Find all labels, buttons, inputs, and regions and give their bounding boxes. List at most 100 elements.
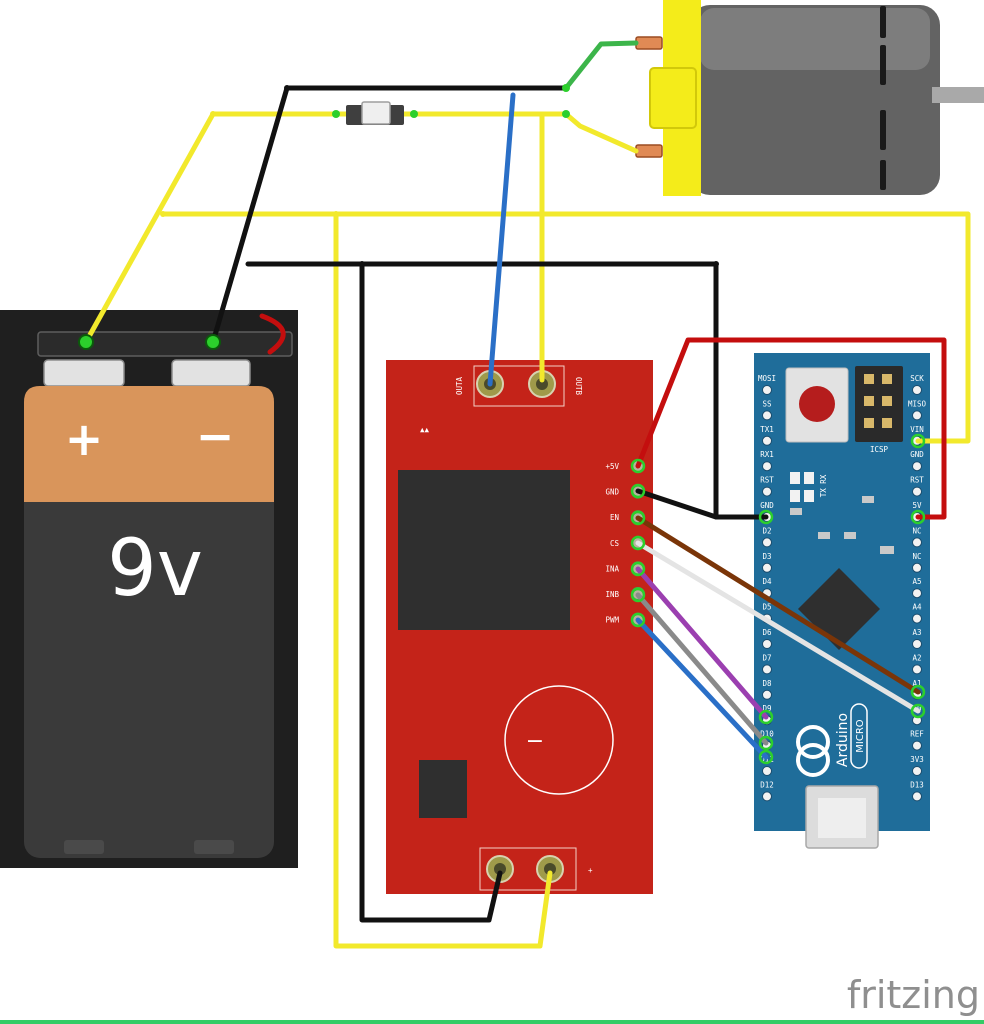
arduino-pin [762, 461, 772, 472]
wire-endpoint [910, 509, 926, 525]
toggle-switch [346, 101, 404, 125]
icsp-pin [864, 418, 874, 428]
arduino-pin [762, 562, 772, 573]
arduino-pin-label: RST [910, 476, 924, 485]
driver-pin-label: GND [605, 488, 619, 497]
wire-endpoint [910, 684, 926, 700]
arduino-pin [912, 664, 922, 675]
wires [83, 40, 971, 949]
arduino-pin [762, 639, 772, 649]
arduino-pin-label: VIN [910, 425, 924, 434]
wire-white-cs [635, 540, 921, 714]
driver-pin-label: INA [605, 564, 619, 573]
wire-blue-pwm [635, 617, 769, 760]
arduino-pin-label: D4 [762, 577, 772, 586]
arduino-pin-label: SS [762, 399, 772, 408]
arduino-pin [762, 385, 772, 395]
arduino-pin-label: SCK [910, 374, 924, 383]
wire-endpoint [630, 510, 646, 526]
arduino-pin-label: D13 [910, 780, 924, 789]
bottom-strip [0, 1020, 984, 1024]
driver-pin-label: EN [610, 513, 619, 522]
arduino-pin-label: A5 [912, 577, 921, 586]
wire-brown-en [635, 515, 921, 695]
arduino-pin-label: D10 [760, 730, 774, 739]
arduino-pin [912, 562, 922, 573]
wire-yellow-board-power [333, 211, 553, 949]
arduino-pin-label: D3 [762, 552, 771, 561]
arduino-variant: MICRO [855, 719, 866, 753]
arduino-pin-label: RX1 [760, 450, 774, 459]
capacitor-minus-mark: − [526, 729, 544, 754]
arduino-pin [912, 461, 922, 472]
arduino-pin-label: RST [760, 476, 774, 485]
connection-points [78, 84, 926, 765]
arduino-pin [762, 486, 772, 497]
arduino-pin-label: NC [912, 526, 921, 535]
arduino-pin [762, 791, 772, 802]
arduino-pin [762, 410, 772, 421]
wire-purple-ina [635, 566, 769, 720]
icsp-pin [882, 418, 892, 428]
arduino-pin [912, 613, 922, 624]
driver-pin-label: +5V [605, 462, 619, 471]
wire-endpoint [630, 612, 646, 628]
arduino-pin-label: 5V [912, 501, 922, 510]
icsp-pin [882, 374, 892, 384]
arduino-pin-label: D5 [762, 603, 771, 612]
driver-pin-label: PWM [605, 616, 619, 625]
arduino-pin [912, 486, 922, 497]
power-plus-mark: + [588, 866, 593, 875]
arduino-pin-label: D6 [762, 628, 772, 637]
arduino-pin [912, 639, 922, 649]
label-outb: OUTB [574, 377, 583, 396]
arduino-pin-label: 3V3 [910, 755, 924, 764]
arduino-pin [912, 766, 922, 776]
arduino-pin-label: D11 [760, 755, 774, 764]
arduino-name: Arduino [835, 713, 851, 767]
arduino-pin [912, 740, 922, 751]
wire-endpoint [758, 735, 774, 751]
arduino-pin-label: D7 [762, 653, 771, 662]
wire-endpoint [758, 509, 774, 525]
arduino-pin-label: D9 [762, 704, 771, 713]
arduino-pin-label: D2 [762, 526, 771, 535]
wire-green-motor [563, 40, 639, 91]
dc-motor [635, 0, 984, 196]
icsp-pin [864, 396, 874, 406]
wire-black-driver-gnd [635, 488, 719, 520]
arduino-pin [762, 435, 772, 446]
wire-endpoint [630, 587, 646, 603]
icsp-pin [864, 374, 874, 384]
arduino-pin-label: GND [910, 450, 924, 459]
arduino-pin [762, 664, 772, 675]
battery-negative-label: − [196, 409, 235, 463]
wire-red-5v [635, 337, 947, 520]
driver-pin-label: INB [605, 590, 619, 599]
arduino-pin-label: REF [910, 730, 924, 739]
wire-red-battery-clip [259, 313, 286, 355]
arduino-pin-label: A1 [912, 679, 921, 688]
arduino-pin-label: MISO [908, 399, 927, 408]
battery-voltage-label: 9v [107, 524, 203, 614]
label-icsp: ICSP [870, 445, 889, 454]
arduino-micro: ICSP TX RX Arduino MICRO MOSISSTX1RX1RST… [754, 353, 930, 849]
arduino-pin [762, 537, 772, 548]
wire-grey-inb [635, 592, 769, 746]
wire-endpoint [630, 458, 646, 474]
arduino-pin-label: NC [912, 552, 921, 561]
arduino-pin-label: A3 [912, 628, 921, 637]
label-txrx: TX RX [819, 474, 828, 497]
wire-endpoint [630, 483, 646, 499]
wire-endpoint [630, 535, 646, 551]
arduino-pin-label: D12 [760, 780, 774, 789]
wire-black-board-ground [359, 261, 503, 923]
wire-endpoint [910, 703, 926, 719]
arduino-pin [762, 766, 772, 776]
arduino-pin [912, 385, 922, 395]
driver-mark: ▲▲ [420, 425, 430, 434]
wire-endpoint [758, 749, 774, 765]
arduino-pin-label: A2 [912, 653, 921, 662]
